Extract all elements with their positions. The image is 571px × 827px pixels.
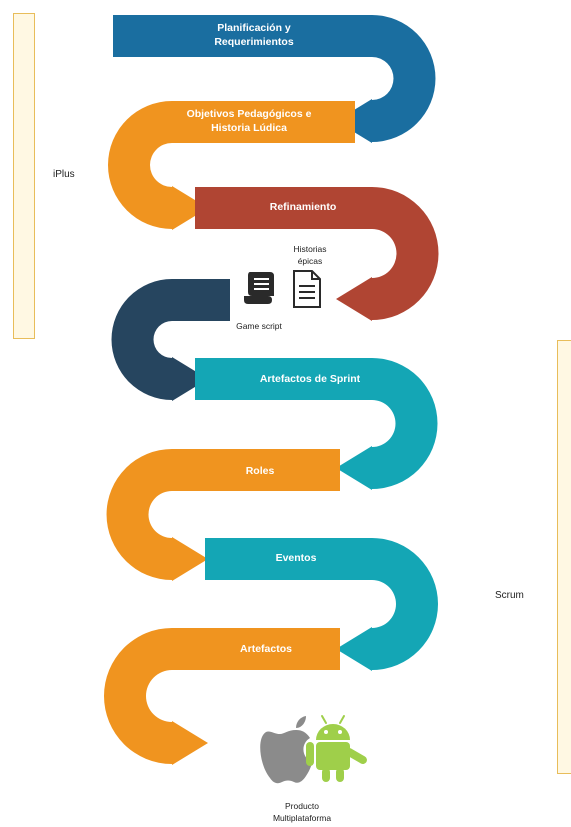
document-icon (293, 270, 321, 308)
product-label-a: Producto (285, 801, 319, 811)
step-arrow-game-script (111, 279, 230, 401)
step-label-2a: Objetivos Pedagógicos e (187, 108, 312, 120)
android-icon (306, 715, 367, 782)
scrum-bracket (557, 340, 571, 774)
step-label-7: Eventos (276, 552, 317, 564)
step-label-1b: Requerimientos (214, 36, 294, 48)
game-script-label: Game script (236, 321, 282, 331)
step-label-3: Refinamiento (270, 201, 337, 213)
step-label-8: Artefactos (240, 643, 292, 655)
step-label-6: Roles (246, 465, 275, 477)
iplus-bracket (13, 13, 35, 339)
step-label-2b: Historia Lúdica (211, 122, 287, 134)
step-label-1a: Planificación y (217, 22, 291, 34)
step-arrow-artefactos (104, 628, 340, 765)
apple-icon (260, 716, 312, 784)
scrum-label: Scrum (495, 590, 524, 601)
historias-label-a: Historias (293, 244, 326, 254)
step-arrow-roles (106, 449, 340, 581)
step-arrow-objetivos (108, 101, 355, 230)
step-arrow-refinamiento (195, 187, 439, 321)
step-arrow-eventos (205, 538, 438, 671)
step-label-5: Artefactos de Sprint (260, 373, 361, 385)
product-label-b: Multiplataforma (273, 813, 331, 823)
step-arrow-artefactos-sprint (195, 358, 438, 490)
scroll-icon (244, 272, 274, 304)
iplus-label: iPlus (53, 169, 75, 180)
historias-label-b: épicas (298, 256, 323, 266)
